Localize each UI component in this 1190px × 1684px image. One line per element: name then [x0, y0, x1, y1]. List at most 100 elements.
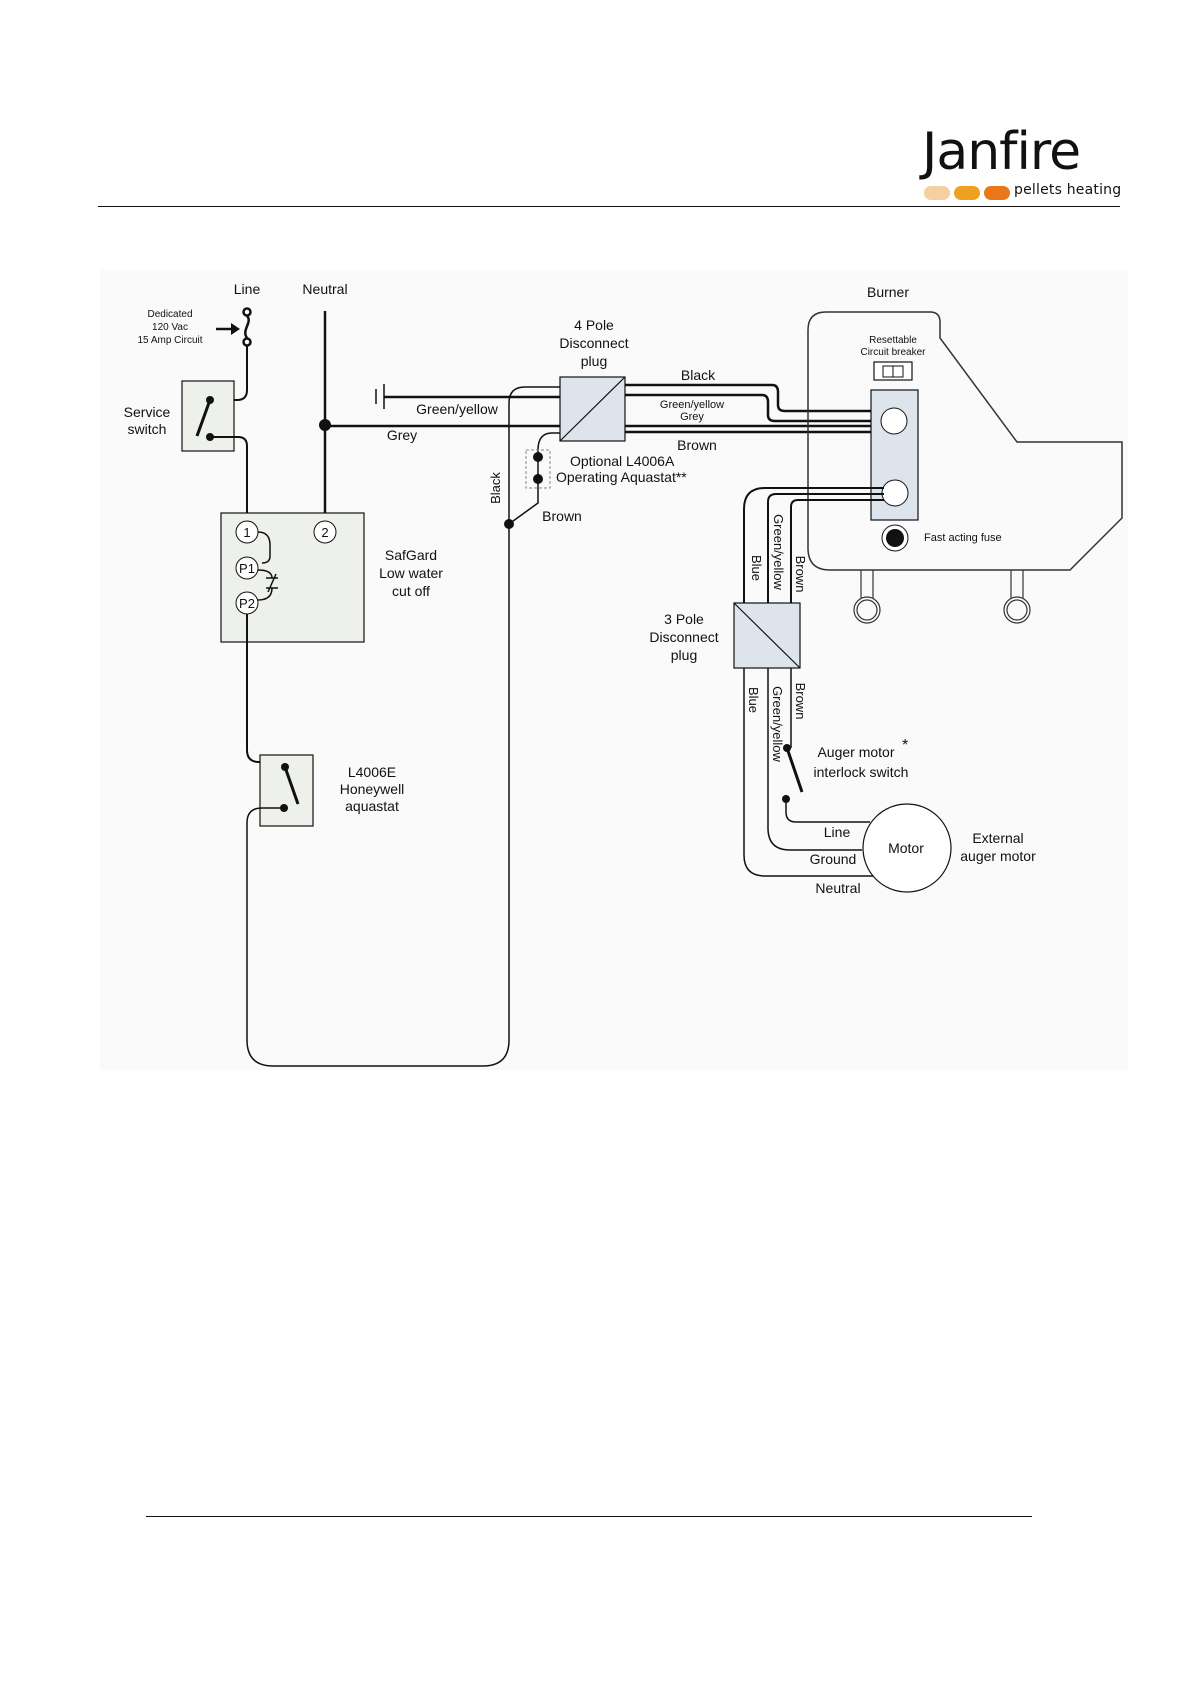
optional-aquastat-contact-2 [533, 474, 543, 484]
svg-text:Dedicated: Dedicated [147, 309, 192, 320]
burner-breaker-label: Resettable Circuit breaker [860, 335, 926, 358]
circuit-breaker-icon[interactable] [873, 361, 913, 381]
wire-label-brown-upper: Brown [793, 556, 808, 593]
svg-text:Circuit breaker: Circuit breaker [860, 347, 926, 358]
safgard-terminals: 1 2 P1 P2 [235, 520, 337, 615]
four-pole-plug-diagonal [559, 376, 626, 442]
svg-text:Disconnect: Disconnect [649, 629, 718, 645]
wire-p2-to-aquastat [246, 614, 284, 763]
svg-text:Honeywell: Honeywell [340, 781, 405, 797]
service-switch-box[interactable] [181, 380, 235, 452]
footer-divider [146, 1516, 1032, 1517]
motor-line-label: Line [824, 824, 851, 840]
wire-label-brown-right: Brown [677, 437, 717, 453]
brand-dot-1 [924, 186, 950, 200]
burner-outline [807, 311, 1123, 571]
svg-text:aquastat: aquastat [345, 798, 399, 814]
brand-dots [924, 186, 1010, 200]
wire-return-loop [246, 386, 560, 1067]
svg-text:plug: plug [671, 647, 697, 663]
wire-neutral-motor [743, 668, 878, 877]
interlock-switch-icon[interactable] [782, 744, 804, 803]
four-pole-plug-label: 4 Pole Disconnect plug [559, 317, 628, 369]
svg-text:3 Pole: 3 Pole [664, 611, 704, 627]
wire-label-black-left: Black [488, 472, 503, 504]
svg-text:Low water: Low water [379, 565, 443, 581]
svg-text:Service: Service [124, 404, 171, 420]
svg-text:Optional L4006A: Optional L4006A [570, 453, 675, 469]
line-label: Line [234, 281, 261, 297]
burner-connector-top [880, 407, 908, 435]
janfire-logo: Janfire pellets heating [922, 122, 1122, 200]
brand-tagline: pellets heating [1014, 182, 1122, 198]
auger-motor [862, 803, 952, 893]
svg-text:SafGard: SafGard [385, 547, 437, 563]
terminal-2: 2 [321, 525, 328, 540]
wire-label-green-yellow-lower: Green/yellow [770, 686, 785, 762]
optional-aquastat-label: Optional L4006A Operating Aquastat** [556, 453, 687, 485]
svg-text:Auger motor: Auger motor [817, 744, 894, 760]
svg-text:L4006E: L4006E [348, 764, 396, 780]
svg-text:cut off: cut off [392, 583, 430, 599]
interlock-footnote-mark: * [902, 737, 908, 754]
safgard-jumper [257, 531, 271, 564]
arrow-icon [216, 323, 240, 335]
svg-text:15 Amp Circuit: 15 Amp Circuit [137, 335, 202, 346]
wire-label-green-yellow-upper: Green/yellow [771, 514, 786, 590]
terminal-p2: P2 [239, 596, 255, 611]
fuse-label: Fast acting fuse [924, 532, 1002, 544]
wire-label-grey-right: Grey [680, 411, 704, 423]
neutral-label: Neutral [302, 281, 347, 297]
optional-aquastat-box [525, 449, 551, 489]
honeywell-aquastat-label: L4006E Honeywell aquastat [340, 764, 405, 814]
motor-neutral-label: Neutral [815, 880, 860, 896]
header-divider [98, 206, 1120, 207]
wire-label-blue-lower: Blue [746, 687, 761, 713]
wire-label-black-right: Black [681, 367, 716, 383]
svg-text:120 Vac: 120 Vac [152, 322, 188, 333]
wire-line-motor [785, 803, 870, 823]
svg-text:Operating Aquastat**: Operating Aquastat** [556, 469, 687, 485]
external-motor-label: External auger motor [960, 830, 1036, 864]
wire-green-yellow-upper [767, 493, 884, 603]
safgard-contact-icon [257, 569, 278, 601]
burner-mount-left-icon [853, 570, 881, 624]
safgard-label: SafGard Low water cut off [379, 547, 443, 599]
svg-text:plug: plug [581, 353, 607, 369]
three-pole-plug-diagonal [733, 602, 801, 669]
service-switch-label: Service switch [124, 404, 171, 437]
wire-black-right [625, 383, 880, 413]
honeywell-aquastat-box [259, 754, 314, 827]
wire-label-grey-left: Grey [387, 427, 417, 443]
svg-text:External: External [972, 830, 1023, 846]
wire-green-yellow-right [625, 393, 884, 423]
circuit-note: Dedicated 120 Vac 15 Amp Circuit [137, 309, 202, 346]
fuse-icon [881, 524, 909, 552]
wire-brown-upper [790, 499, 884, 603]
optional-aquastat-contact-1 [533, 452, 543, 462]
interlock-switch-label: Auger motor interlock switch * [814, 737, 909, 780]
three-pole-plug-label: 3 Pole Disconnect plug [649, 611, 718, 663]
wire-label-green-yellow-right: Green/yellow [660, 399, 724, 411]
brand-dot-2 [954, 186, 980, 200]
motor-ground-label: Ground [810, 851, 857, 867]
wire-switch-to-safgard [210, 436, 248, 530]
terminal-1: 1 [243, 525, 250, 540]
wire-blue-upper [743, 487, 884, 603]
svg-text:Disconnect: Disconnect [559, 335, 628, 351]
brand-dot-3 [984, 186, 1010, 200]
wire-ground-motor [767, 668, 862, 851]
svg-text:auger motor: auger motor [960, 848, 1036, 864]
burner-connector-bottom [881, 479, 909, 507]
fuse-symbol-icon [242, 307, 252, 347]
svg-text:switch: switch [128, 421, 167, 437]
wire-label-brown-lower: Brown [793, 683, 808, 720]
terminal-p1: P1 [239, 561, 255, 576]
burner-label: Burner [867, 284, 909, 300]
svg-text:4 Pole: 4 Pole [574, 317, 614, 333]
svg-text:interlock switch: interlock switch [814, 764, 909, 780]
wire-label-green-yellow-left: Green/yellow [416, 401, 499, 417]
svg-text:Resettable: Resettable [869, 335, 917, 346]
brand-name: Janfire [922, 122, 1081, 182]
